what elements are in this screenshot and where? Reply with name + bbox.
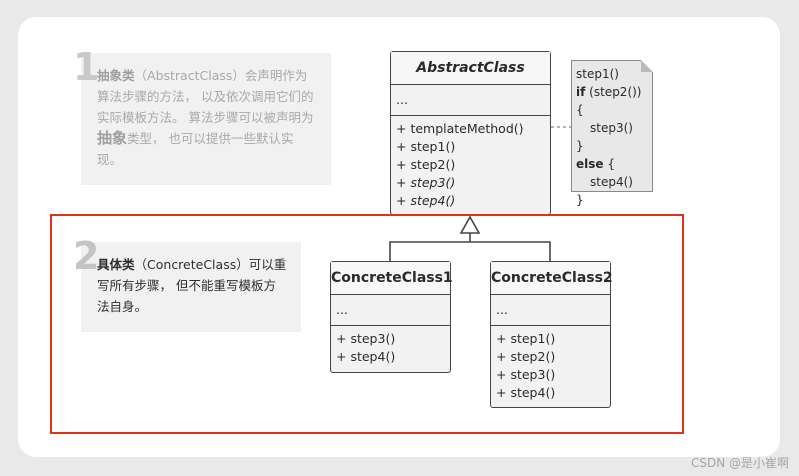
- note-paren: （ConcreteClass）: [134, 257, 249, 272]
- code-line: step1(): [576, 67, 619, 81]
- note-text: 抽象类（AbstractClass）会声明作为算法步骤的方法， 以及依次调用它们…: [97, 65, 317, 170]
- method-item: + step1(): [396, 139, 456, 154]
- method-item: + step4(): [496, 385, 556, 400]
- code-keyword: if: [576, 85, 586, 99]
- inheritance-branches: [389, 241, 551, 261]
- note-number: 1: [73, 45, 100, 89]
- method-item: + step1(): [496, 331, 556, 346]
- method-item-abstract: + step4(): [396, 193, 456, 208]
- inheritance-arrow: [459, 215, 481, 234]
- note-abstract-class: 1 抽象类（AbstractClass）会声明作为算法步骤的方法， 以及依次调用…: [73, 47, 331, 185]
- code-text: (step2()) {: [576, 85, 642, 117]
- method-item: + templateMethod(): [396, 121, 524, 136]
- note-concrete-class: 2 具体类（ConcreteClass）可以重写所有步骤， 但不能重写模板方法自…: [73, 236, 301, 332]
- method-item-abstract: + step3(): [396, 175, 456, 190]
- method-item: + step2(): [396, 157, 456, 172]
- class-name: AbstractClass: [391, 52, 550, 85]
- code-line: step4(): [590, 175, 633, 189]
- abstract-class-box: AbstractClass ... + templateMethod() + s…: [390, 51, 551, 215]
- method-item: + step3(): [496, 367, 556, 382]
- note-body-end: 类型， 也可以提供一些默认实现。: [97, 131, 294, 167]
- code-keyword: else: [576, 157, 604, 171]
- class-fields: ...: [331, 295, 450, 326]
- class-fields: ...: [491, 295, 610, 326]
- highlight-frame: [50, 214, 684, 434]
- concrete-class-1-box: ConcreteClass1 ... + step3() + step4(): [330, 261, 453, 373]
- concrete-class-2-box: ConcreteClass2 ... + step1() + step2() +…: [490, 261, 613, 408]
- note-body: 会声明作为算法步骤的方法， 以及依次调用它们的实际模板方法。 算法步骤可以被声明…: [97, 68, 314, 125]
- code-line: else {: [576, 155, 648, 173]
- note-term: 具体类: [97, 257, 135, 272]
- code-line: if (step2()) {: [576, 83, 648, 119]
- code-text: {: [607, 157, 616, 171]
- class-methods: + step3() + step4(): [331, 326, 450, 370]
- method-item: + step4(): [336, 349, 396, 364]
- note-paren: （AbstractClass）: [134, 68, 245, 83]
- note-number: 2: [73, 234, 100, 278]
- note-emphasis: 抽象: [97, 129, 128, 147]
- code-line: step3(): [590, 121, 633, 135]
- code-line: }: [576, 193, 584, 207]
- method-item: + step2(): [496, 349, 556, 364]
- note-term: 抽象类: [97, 68, 135, 83]
- method-item: + step3(): [336, 331, 396, 346]
- template-method-code-note: step1() if (step2()) { step3() } else { …: [571, 60, 653, 207]
- watermark: CSDN @是小崔啊: [690, 456, 789, 470]
- note-folded-corner: [641, 60, 653, 72]
- class-name: ConcreteClass1: [331, 262, 453, 295]
- class-methods: + step1() + step2() + step3() + step4(): [491, 326, 610, 406]
- note-body: 可以重写所有步骤， 但不能重写模板方法自身。: [97, 257, 287, 314]
- class-name: ConcreteClass2: [491, 262, 613, 295]
- class-fields: ...: [391, 85, 550, 116]
- class-methods: + templateMethod() + step1() + step2() +…: [391, 116, 550, 214]
- note-text: 具体类（ConcreteClass）可以重写所有步骤， 但不能重写模板方法自身。: [97, 254, 287, 317]
- code-line: }: [576, 139, 584, 153]
